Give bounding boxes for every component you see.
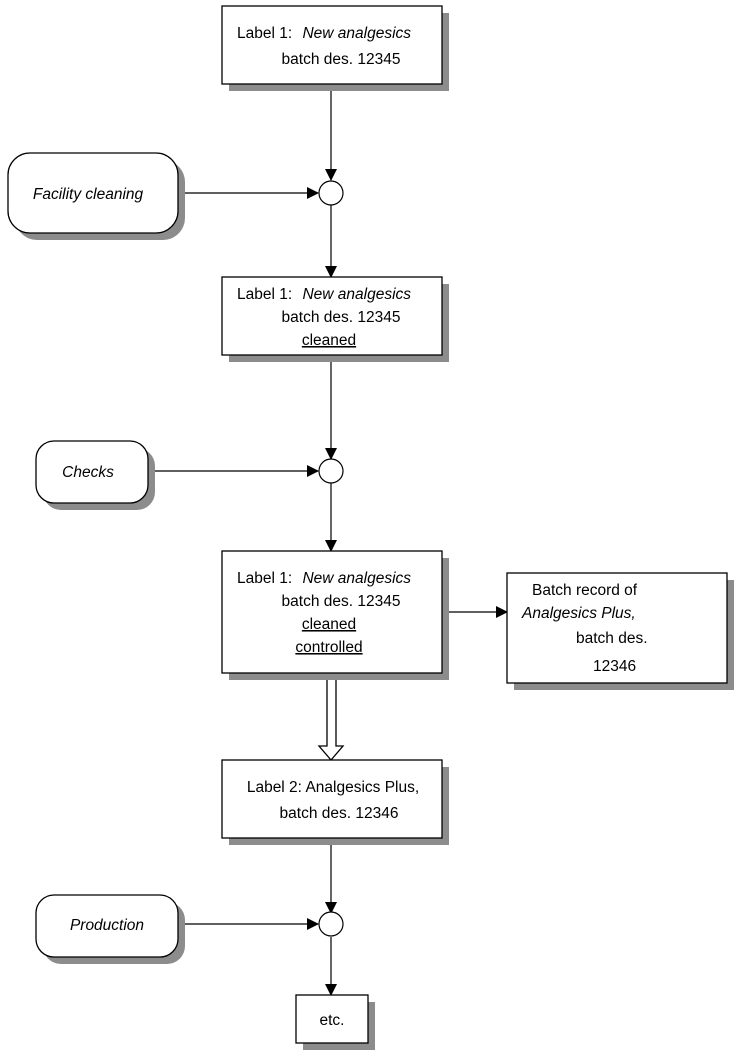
batch-record-des-label: batch des. — [576, 630, 648, 647]
batch-designation: batch des. 12345 — [282, 309, 401, 326]
label-prefix: Label 1: — [237, 570, 292, 587]
label-prefix: Label 1: — [237, 286, 292, 303]
end-label: etc. — [320, 1012, 345, 1029]
status-cleaned: cleaned — [302, 332, 356, 349]
activity-facility-cleaning: Facility cleaning — [7, 152, 185, 240]
svg-text:Label 1: New analgesics: Label 1: New analgesics — [237, 286, 411, 303]
batch-designation: batch des. 12345 — [282, 51, 401, 68]
batch-record-product: Analgesics Plus, — [521, 605, 636, 622]
batch-record-title: Batch record of — [532, 582, 638, 599]
label-2-title: Label 2: Analgesics Plus, — [247, 779, 419, 796]
junction-circle-1 — [318, 180, 344, 206]
activity-label: Facility cleaning — [33, 186, 144, 203]
batch-record-number: 12346 — [593, 658, 636, 675]
activity-checks: Checks — [35, 440, 155, 510]
product-name: New analgesics — [302, 25, 411, 42]
status-controlled: controlled — [295, 639, 362, 656]
junction-circle-3 — [318, 911, 344, 937]
label-box-3: Label 1: New analgesics batch des. 12345… — [221, 550, 449, 680]
batch-designation: batch des. 12345 — [282, 593, 401, 610]
label-box-4: Label 2: Analgesics Plus, batch des. 123… — [221, 759, 449, 845]
junction-circle-2 — [318, 458, 344, 484]
product-name: New analgesics — [302, 570, 411, 587]
label-prefix: Label 1: — [237, 25, 292, 42]
status-cleaned: cleaned — [302, 616, 356, 633]
label-box-2: Label 1: New analgesics batch des. 12345… — [221, 276, 449, 362]
activity-label: Checks — [62, 464, 114, 481]
end-box: etc. — [295, 994, 375, 1050]
batch-record-box: Batch record of Analgesics Plus, batch d… — [506, 572, 734, 690]
hollow-arrow-box3-to-box4 — [317, 672, 345, 761]
product-name: New analgesics — [302, 286, 411, 303]
activity-label: Production — [70, 917, 144, 934]
label-box-1: Label 1: New analgesics batch des. 12345 — [221, 5, 449, 91]
batch-designation: batch des. 12346 — [280, 805, 399, 822]
activity-production: Production — [35, 894, 185, 964]
svg-text:Label 1: New analgesics: Label 1: New analgesics — [237, 25, 411, 42]
svg-text:Label 1: New analgesics: Label 1: New analgesics — [237, 570, 411, 587]
